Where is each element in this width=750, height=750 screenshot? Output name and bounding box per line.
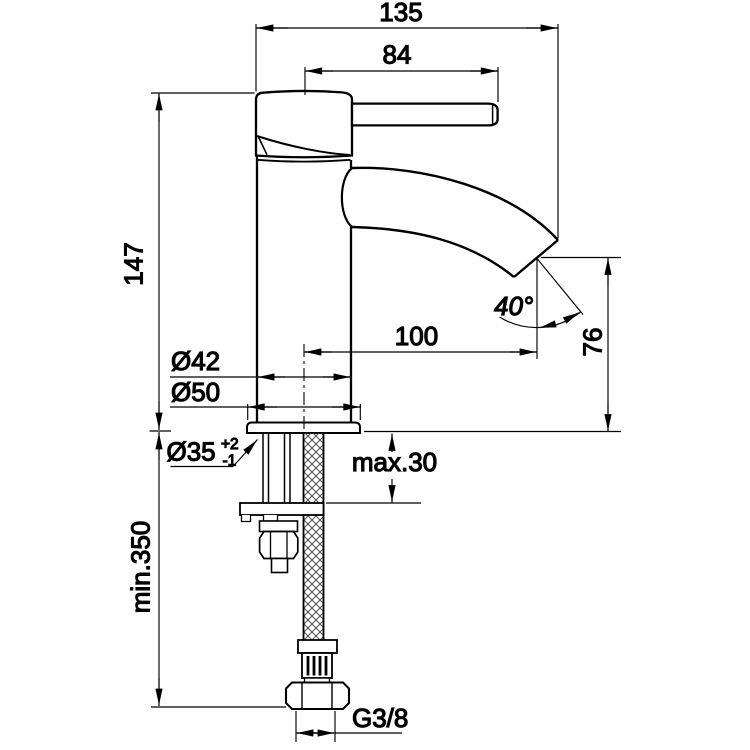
dim-base-diameter: Ø50 — [170, 376, 361, 420]
dim-hole-diameter-label: Ø35 — [167, 437, 216, 467]
dim-hole-diameter: Ø35 +2 -1 — [166, 435, 258, 470]
lever-handle — [350, 102, 499, 127]
spout-bottom-curve — [351, 225, 515, 278]
handle-cap-cone-edge — [257, 136, 268, 156]
dim-spout-angle: 40° — [493, 258, 584, 359]
dim-hole-tolerance-minus: -1 — [223, 453, 237, 470]
dim-d35-leader-arrow — [243, 439, 258, 455]
dim-spout-reach: 100 — [303, 320, 537, 433]
dim-hole-tolerance-plus: +2 — [221, 436, 239, 453]
dim-base-diameter-label: Ø50 — [171, 377, 220, 407]
bracket-tab-left — [240, 515, 252, 523]
dim-min-hose-length-label: min.350 — [126, 521, 156, 614]
faucet-body-fill — [257, 157, 351, 422]
faucet-outline — [246, 89, 559, 434]
mounting-studs — [262, 433, 291, 503]
dim-total-width: 135 — [255, 0, 559, 238]
dim-spout-reach-label: 100 — [395, 321, 438, 351]
mounting-nut — [258, 530, 299, 560]
supply-hose-walls — [302, 433, 325, 640]
dim-connection-thread: G3/8 — [295, 702, 409, 742]
dim-handle-length: 84 — [304, 39, 499, 102]
handle-cap-sweep-line — [256, 135, 351, 156]
below-deck-assembly — [239, 433, 351, 711]
hose-hex-nut-facets — [301, 682, 333, 709]
mounting-bracket — [239, 502, 325, 516]
dim-max-deck-thickness: max.30 — [326, 433, 438, 504]
supply-hose-braid — [303, 433, 324, 640]
dim-max-deck-thickness-label: max.30 — [352, 447, 437, 477]
mounting-nut-facets — [269, 532, 288, 558]
dim-connection-thread-label: G3/8 — [352, 703, 408, 733]
dim-outlet-height-label: 76 — [578, 328, 608, 357]
bracket-tab-right — [262, 515, 279, 522]
dim-body-height-label: 147 — [119, 242, 149, 285]
hose-knurl-body — [301, 652, 333, 679]
hose-hex-nut — [284, 681, 351, 711]
dim-total-width-label: 135 — [379, 0, 422, 27]
dim-40-arrow-left — [539, 320, 557, 329]
handle-cap — [254, 89, 354, 159]
dim-outlet-height: 76 — [364, 256, 621, 433]
dim-body-diameter: Ø42 — [170, 345, 351, 381]
dim-40-arrow-right — [562, 312, 580, 324]
dim-min-hose-length: min.350 — [125, 432, 286, 708]
spout-fill — [341, 167, 558, 277]
body-top-seam — [256, 158, 351, 163]
dim-body-height: 147 — [118, 92, 255, 432]
spout-body-fillet — [340, 167, 353, 228]
mounting-washer — [258, 520, 299, 533]
dim-body-diameter-label: Ø42 — [171, 346, 220, 376]
spout-outlet-face — [513, 239, 559, 278]
stud-stub — [270, 557, 289, 574]
dim-handle-length-label: 84 — [383, 40, 412, 70]
spout-top-curve — [351, 166, 559, 241]
hose-knurl-ribs — [306, 656, 328, 676]
hose-ferrule — [297, 639, 338, 654]
dim-spout-angle-label: 40° — [494, 291, 533, 321]
